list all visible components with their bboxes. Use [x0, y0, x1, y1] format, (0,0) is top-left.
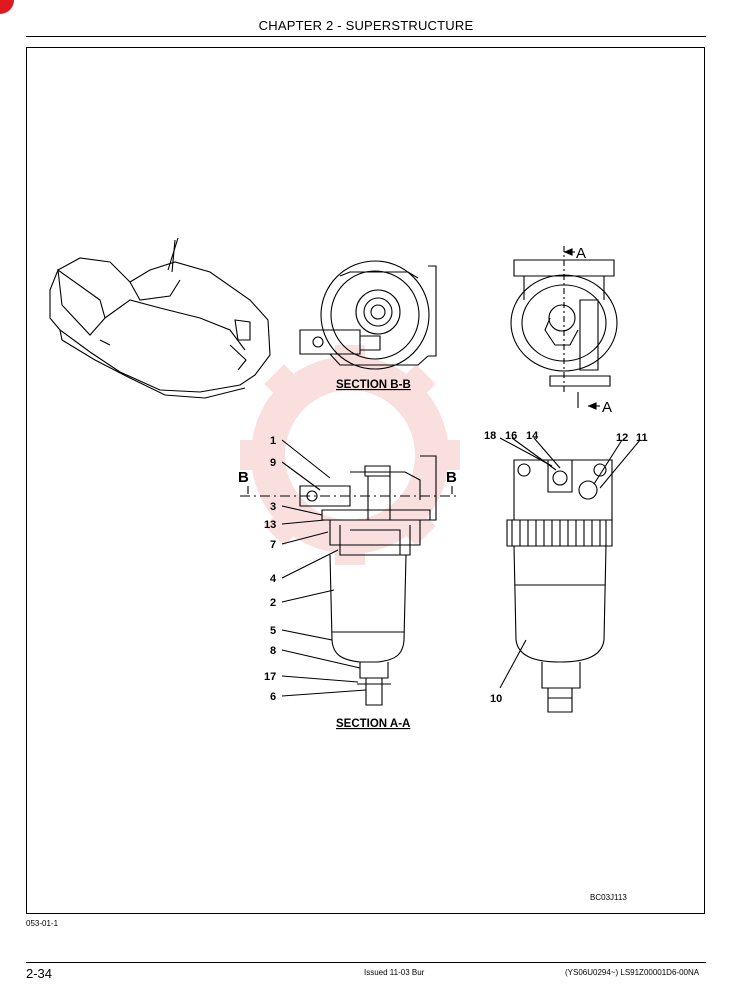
callout-2: 2 [270, 597, 276, 609]
callout-4: 4 [270, 573, 277, 585]
corner-mark-icon [0, 0, 14, 14]
section-aa-view [240, 455, 458, 706]
section-bb-view [299, 260, 437, 370]
callout-11: 11 [636, 432, 648, 444]
page-header: CHAPTER 2 - SUPERSTRUCTURE [258, 18, 474, 33]
page-number: 2-34 [26, 966, 53, 981]
watermark-gear-icon [240, 345, 460, 565]
document-code: 053-01-1 [26, 919, 59, 928]
footer-rule [26, 962, 706, 963]
callout-1: 1 [270, 435, 276, 447]
callout-7: 7 [270, 539, 276, 551]
callout-12: 12 [616, 432, 628, 444]
arrow-label-a-bottom: A [602, 399, 612, 416]
arrow-label-b-right: B [446, 469, 457, 486]
callout-16: 16 [505, 430, 517, 442]
callout-8: 8 [270, 645, 276, 657]
callout-10: 10 [490, 693, 502, 705]
arrow-label-b-left: B [238, 469, 249, 486]
callout-18: 18 [484, 430, 496, 442]
serial-info: (YS06U0294~) LS91Z00001D6-00NA [565, 968, 700, 977]
callout-leaders-left [281, 439, 367, 697]
callout-9: 9 [270, 457, 276, 469]
callout-13: 13 [264, 519, 276, 531]
callout-6: 6 [270, 691, 276, 703]
figure-id: BC03J113 [590, 893, 627, 902]
callout-3: 3 [270, 501, 276, 513]
machine-overview [49, 237, 271, 399]
arrow-label-a-top: A [576, 245, 586, 262]
figure-frame [26, 47, 705, 914]
issued-info: Issued 11-03 Bur [364, 968, 425, 977]
section-bb-caption: SECTION B-B [336, 379, 411, 391]
side-view [510, 246, 618, 410]
section-aa-caption: SECTION A-A [336, 718, 410, 730]
callout-17: 17 [264, 671, 276, 683]
callout-14: 14 [526, 430, 539, 442]
header-rule [26, 36, 706, 37]
external-view [499, 437, 641, 713]
callout-5: 5 [270, 625, 276, 637]
